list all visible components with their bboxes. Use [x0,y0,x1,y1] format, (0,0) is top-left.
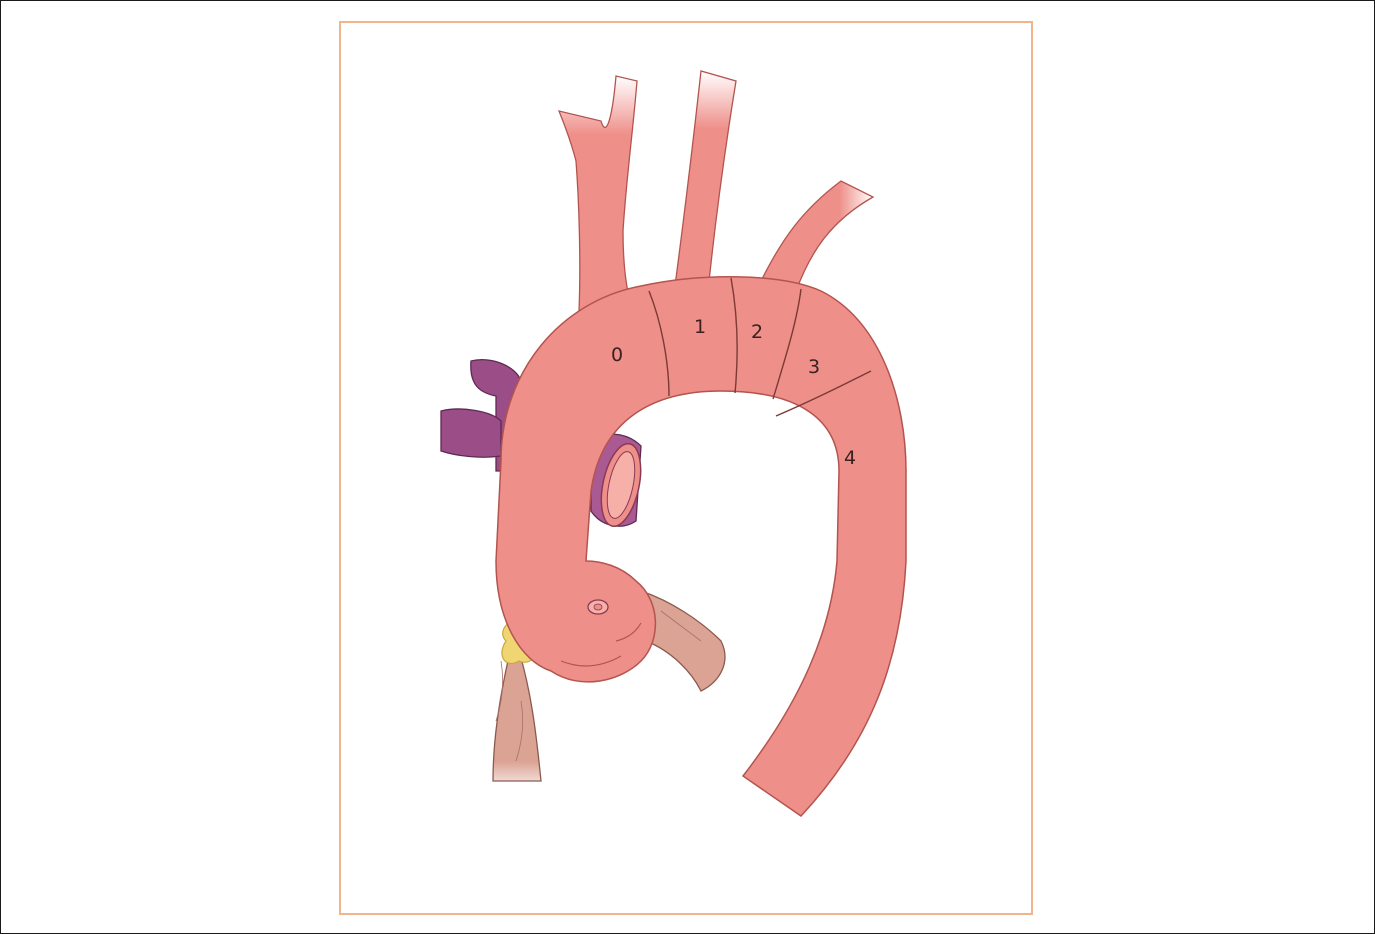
aortic-arch [496,277,906,816]
zone-4-label: 4 [844,447,856,469]
zone-0-label: 0 [611,344,623,366]
zone-2-label: 2 [751,321,763,343]
zone-1-label: 1 [694,316,706,338]
zone-3-label: 3 [808,356,820,378]
supra-aortic-branches [559,71,873,311]
coronary-ostium [588,600,608,614]
